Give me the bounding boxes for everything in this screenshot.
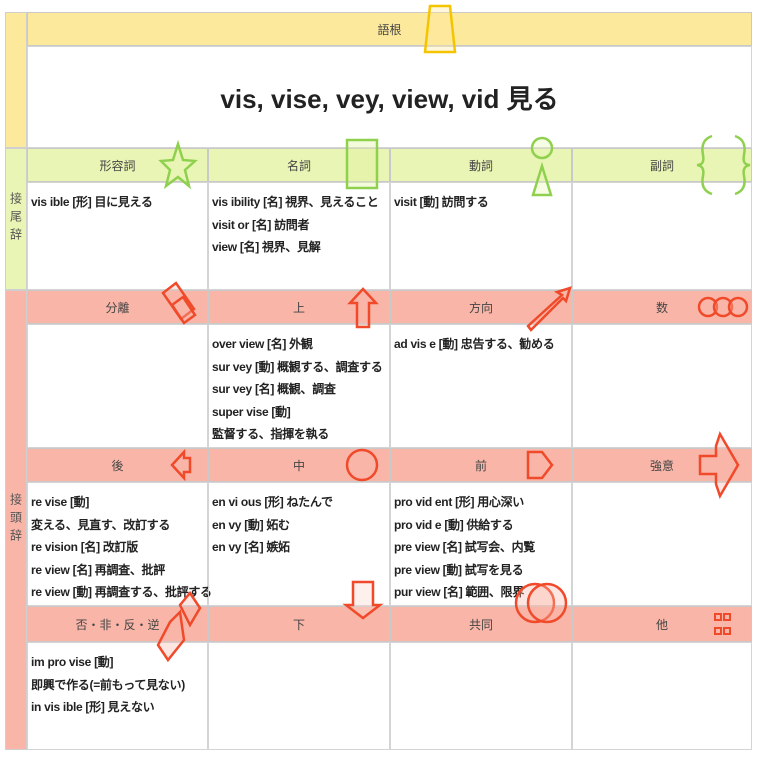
prefix-header: 下 (208, 606, 390, 642)
suffix-cell: visit [動] 訪問する (390, 182, 572, 290)
root-side-bar (5, 12, 27, 148)
word-entry: pre view [名] 試写会、内覧 (394, 540, 535, 554)
suffix-header: 名詞 (208, 148, 390, 182)
prefix-cell: ad vis e [動] 忠告する、勧める (390, 324, 572, 448)
word-entry: sur vey [名] 概観、調査 (212, 382, 336, 396)
word-entry: pur view [名] 範囲、限界 (394, 585, 524, 599)
prefix-cell: pro vid ent [形] 用心深い pro vid e [動] 供給する pr… (390, 482, 572, 606)
suffix-cell: vis ible [形] 目に見える (27, 182, 208, 290)
word-entry: pro vid ent [形] 用心深い (394, 495, 524, 509)
prefix-cell: over view [名] 外観 sur vey [動] 概観する、調査する sur… (208, 324, 390, 448)
prefix-cell: re vise [動] 変える、見直す、改訂する re vision [名] 改訂版… (27, 482, 212, 606)
prefix-header: 他 (572, 606, 752, 642)
prefix-header: 方向 (390, 290, 572, 324)
suffix-header: 形容詞 (27, 148, 208, 182)
word-entry: view [名] 視界、見解 (212, 240, 321, 254)
prefix-cell (572, 324, 752, 448)
word-entry: en vy [動] 妬む (212, 517, 290, 532)
word-entry: in vis ible [形] 見えない (31, 700, 155, 714)
prefix-header: 否・非・反・逆 (27, 606, 208, 642)
suffix-cell (572, 182, 752, 290)
prefix-cell: en vi ous [形] ねたんで en vy [動] 妬む en vy [名] … (208, 482, 390, 606)
prefix-header: 中 (208, 448, 390, 482)
suffix-header: 副詞 (572, 148, 752, 182)
word-entry: en vi ous [形] ねたんで (212, 495, 333, 509)
word-entry: visit [動] 訪問する (394, 195, 489, 209)
word-entry: re vise [動] (31, 495, 90, 509)
word-entry: 即興で作る(=前もって見ない) (31, 677, 185, 692)
suffix-header: 動詞 (390, 148, 572, 182)
title: vis, vise, vey, view, vid 見る (27, 46, 752, 148)
prefix-cell (208, 642, 390, 750)
prefix-cell (572, 642, 752, 750)
prefix-header: 共同 (390, 606, 572, 642)
root-header: 語根 (27, 12, 752, 46)
word-entry: 監督する、指揮を執る (212, 427, 330, 441)
prefix-side-label: 接頭辞 (5, 290, 27, 750)
prefix-header: 上 (208, 290, 390, 324)
prefix-header: 強意 (572, 448, 752, 482)
word-entry: 変える、見直す、改訂する (31, 517, 171, 532)
word-entry: re view [動] 再調査する、批評する (31, 585, 212, 599)
word-entry: re vision [名] 改訂版 (31, 540, 138, 554)
prefix-cell (572, 482, 752, 606)
prefix-cell (390, 642, 572, 750)
prefix-header: 前 (390, 448, 572, 482)
prefix-cell (27, 324, 208, 448)
prefix-header: 後 (27, 448, 208, 482)
suffix-side-label: 接尾辞 (5, 148, 27, 290)
word-entry: vis ibility [名] 視界、見えること (212, 195, 379, 209)
word-entry: sur vey [動] 概観する、調査する (212, 359, 383, 374)
word-entry: re view [名] 再調査、批評 (31, 562, 165, 577)
prefix-cell: im pro vise [動] 即興で作る(=前もって見ない) in vis ibl… (27, 642, 208, 750)
word-entry: visit or [名] 訪問者 (212, 217, 310, 232)
word-entry: ad vis e [動] 忠告する、勧める (394, 337, 555, 351)
suffix-cell: vis ibility [名] 視界、見えること visit or [名] 訪問者… (208, 182, 390, 290)
word-entry: im pro vise [動] (31, 655, 114, 669)
word-entry: vis ible [形] 目に見える (31, 195, 153, 209)
word-entry: en vy [名] 嫉妬 (212, 540, 290, 554)
word-entry: over view [名] 外観 (212, 337, 313, 351)
prefix-header: 分離 (27, 290, 208, 324)
word-entry: pre view [動] 試写を見る (394, 562, 524, 577)
word-entry: pro vid e [動] 供給する (394, 517, 514, 532)
word-entry: super vise [動] (212, 404, 291, 419)
prefix-header: 数 (572, 290, 752, 324)
